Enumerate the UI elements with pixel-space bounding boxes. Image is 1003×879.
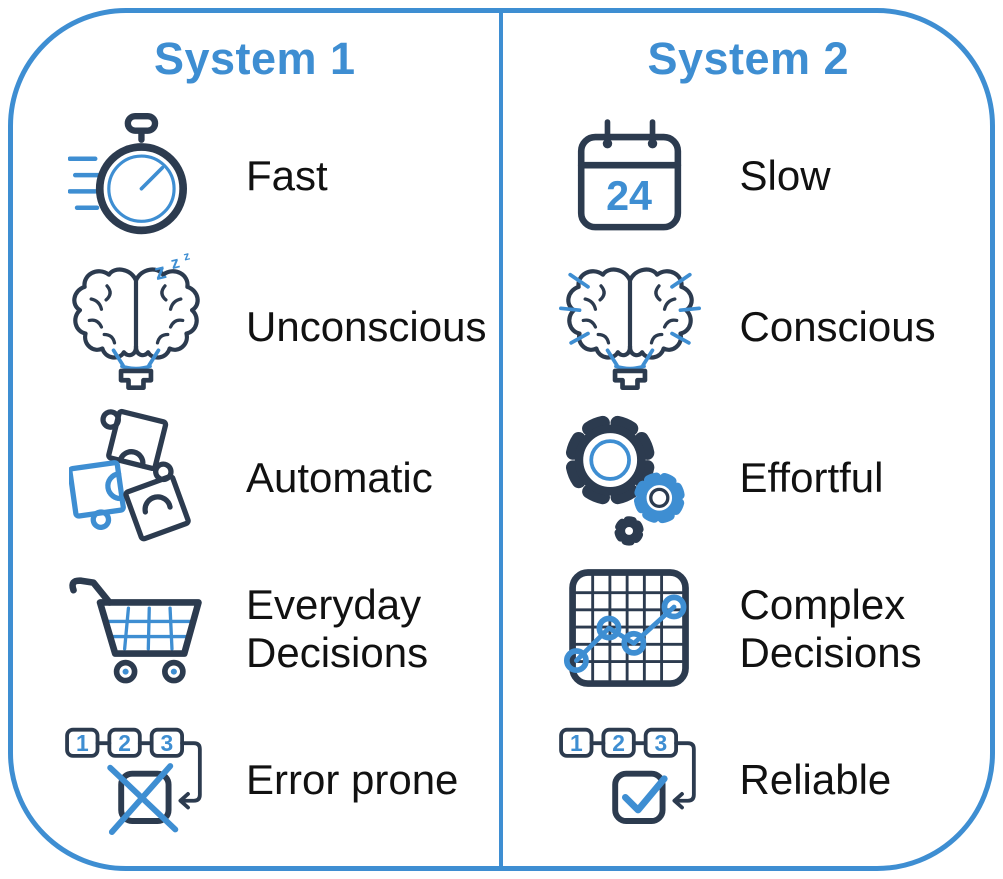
system-2-column: System 2 24 Slow Conscious (502, 8, 996, 871)
feature-row: 24 Slow (502, 100, 996, 251)
feature-label: Effortful (739, 453, 884, 501)
feature-label: Complex Decisions (739, 581, 922, 676)
feature-icon-cell (556, 403, 704, 553)
feature-row: Effortful (502, 402, 996, 553)
feature-row: Fast (8, 100, 502, 251)
columns-container: System 1 Fast z z z Unconscious (8, 8, 995, 871)
feature-label: Slow (739, 151, 831, 199)
feature-label: Reliable (739, 755, 892, 803)
feature-label: Everyday Decisions (246, 581, 429, 676)
system-2-title: System 2 (647, 33, 850, 84)
feature-label: Fast (246, 151, 328, 199)
column-divider (499, 10, 503, 869)
stopwatch-icon (68, 112, 187, 234)
feature-row: Complex Decisions (502, 553, 996, 704)
svg-text:2: 2 (612, 729, 625, 755)
svg-text:24: 24 (606, 173, 652, 219)
active-brain-icon (558, 266, 701, 390)
feature-row: Automatic (8, 402, 502, 553)
steps-error-icon: 1 2 3 (65, 727, 202, 835)
gears-icon (564, 414, 685, 546)
feature-icon-cell: z z z (62, 252, 210, 402)
line-chart-icon (563, 568, 689, 687)
feature-row: Everyday Decisions (8, 553, 502, 704)
feature-icon-cell (62, 403, 210, 553)
feature-row: 1 2 3 Error prone (8, 704, 502, 855)
feature-row: 1 2 3 Reliable (502, 704, 996, 855)
svg-text:1: 1 (569, 729, 582, 755)
system-2-items: 24 Slow Conscious Effortful (502, 100, 996, 855)
feature-icon-cell (62, 554, 210, 704)
feature-icon-cell (62, 101, 210, 251)
feature-label: Unconscious (246, 302, 487, 350)
sleeping-brain-icon: z z z (72, 252, 200, 390)
feature-label: Conscious (739, 302, 936, 350)
feature-icon-cell: 1 2 3 (62, 705, 210, 855)
svg-text:3: 3 (161, 729, 174, 755)
feature-label: Automatic (246, 453, 433, 501)
shopping-cart-icon (69, 576, 202, 683)
svg-text:3: 3 (654, 729, 667, 755)
feature-icon-cell: 24 (556, 101, 704, 251)
svg-text:z: z (182, 252, 191, 264)
system-1-title: System 1 (153, 33, 356, 84)
feature-icon-cell (556, 554, 704, 704)
puzzle-pieces-icon (69, 408, 191, 541)
feature-icon-cell (556, 252, 704, 402)
system-1-column: System 1 Fast z z z Unconscious (8, 8, 502, 871)
system-1-items: Fast z z z Unconscious Automatic (8, 100, 502, 855)
svg-text:1: 1 (76, 729, 89, 755)
feature-row: z z z Unconscious (8, 251, 502, 402)
feature-icon-cell: 1 2 3 (556, 705, 704, 855)
steps-check-icon: 1 2 3 (558, 727, 696, 824)
calendar-icon: 24 (577, 118, 681, 230)
svg-text:2: 2 (118, 729, 131, 755)
feature-row: Conscious (502, 251, 996, 402)
feature-label: Error prone (246, 755, 459, 803)
